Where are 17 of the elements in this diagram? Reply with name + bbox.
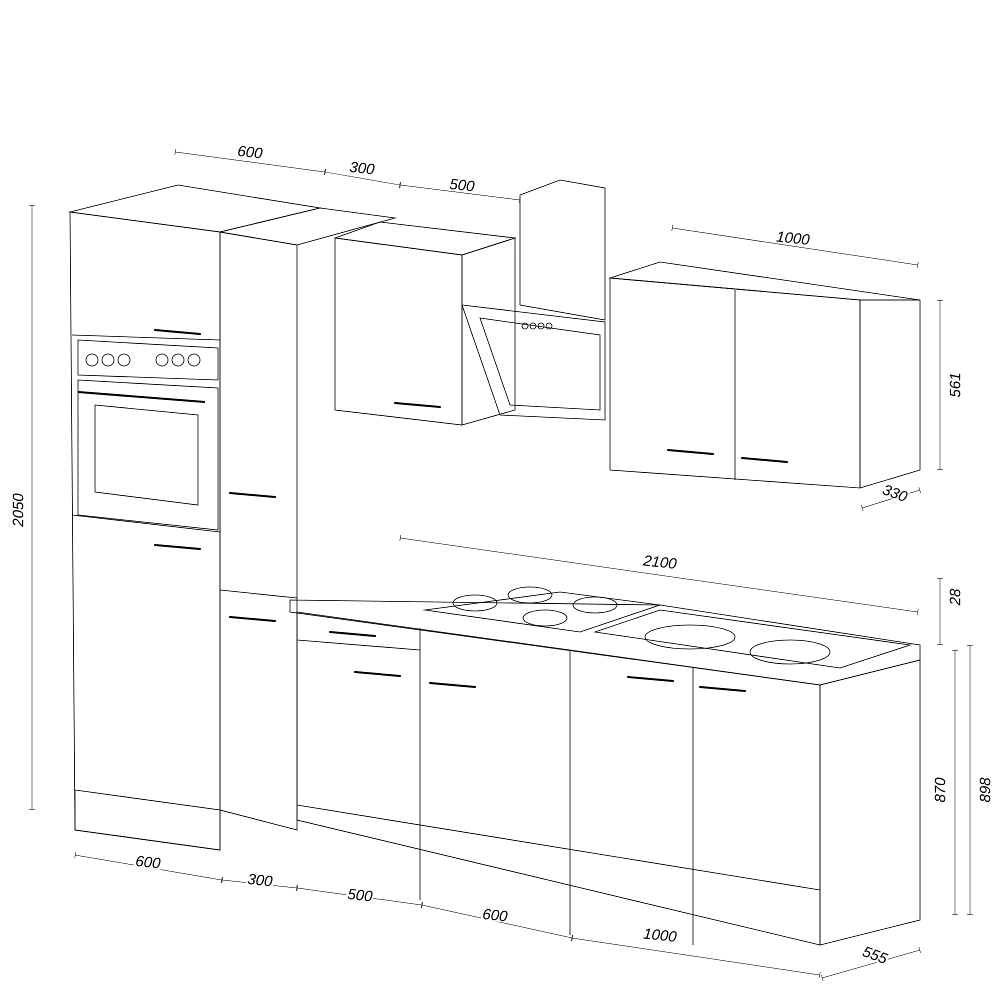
dimension-label: 330	[880, 482, 910, 504]
dimension-label: 1000	[642, 926, 678, 944]
dimension-label: 898	[978, 776, 992, 804]
dimension-label: 870	[934, 776, 946, 804]
dimension-label: 600	[134, 854, 162, 870]
dimension-label: 2100	[642, 554, 678, 570]
dimension-label: 28	[948, 588, 962, 606]
dimension-label: 555	[860, 944, 890, 966]
dimension-label: 300	[246, 872, 274, 888]
dimension-label: 500	[346, 887, 374, 903]
dimension-label: 561	[948, 371, 962, 399]
dimension-label: 600	[236, 144, 264, 160]
dimension-label: 1000	[774, 230, 812, 246]
dimension-label: 300	[348, 160, 376, 176]
dimension-label: 500	[448, 177, 476, 193]
dimension-label: 600	[480, 907, 510, 923]
dimension-label: 2050	[12, 492, 24, 528]
